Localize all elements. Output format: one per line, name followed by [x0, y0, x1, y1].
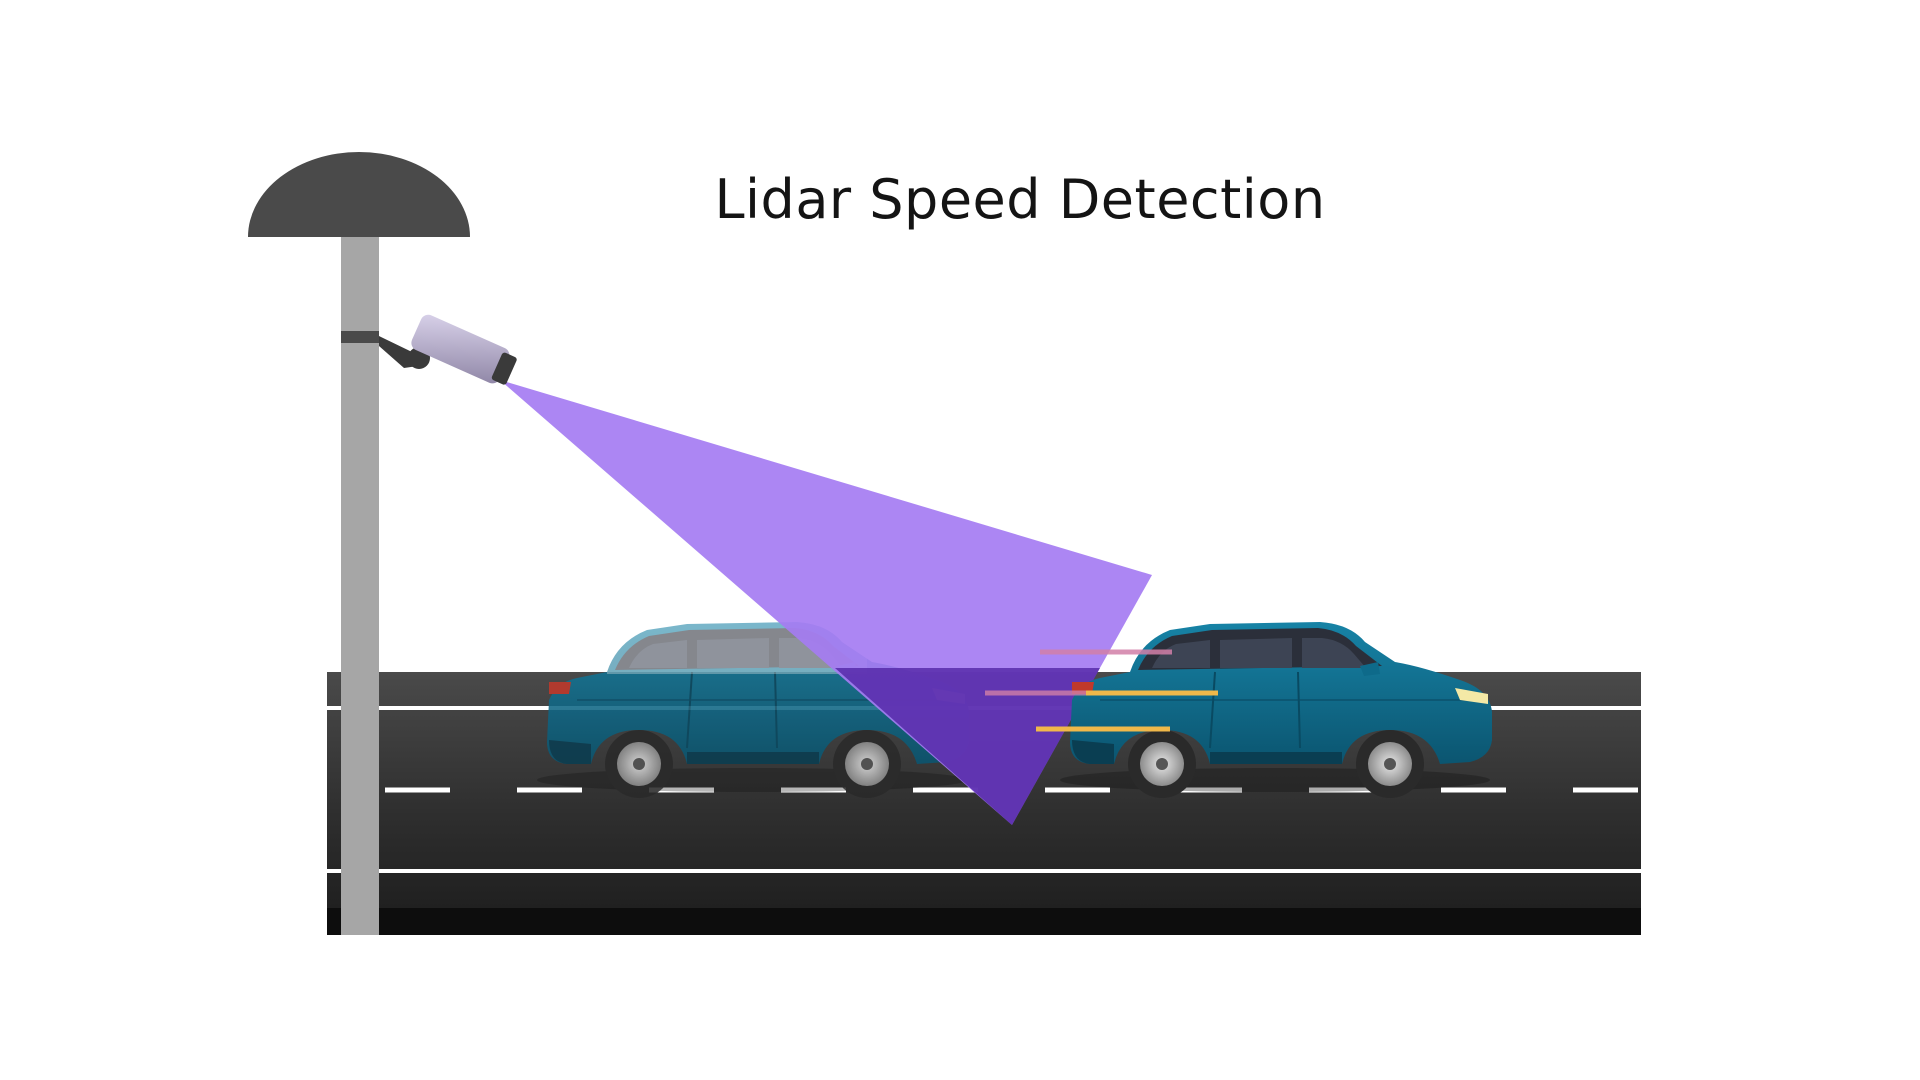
lidar-camera-icon [379, 314, 517, 385]
lamp-pole [341, 232, 379, 935]
street-lamp-icon [248, 152, 470, 935]
lidar-beam-road-projection [835, 668, 1100, 825]
page-title: Lidar Speed Detection [714, 168, 1326, 231]
lamp-cap [248, 152, 470, 237]
road-bottom-edge [327, 908, 1641, 935]
lamp-bracket [341, 331, 379, 343]
suv-car-icon [1059, 621, 1493, 799]
motion-lines [985, 649, 1218, 732]
car-front [1059, 621, 1493, 799]
lidar-beam [500, 380, 1152, 825]
